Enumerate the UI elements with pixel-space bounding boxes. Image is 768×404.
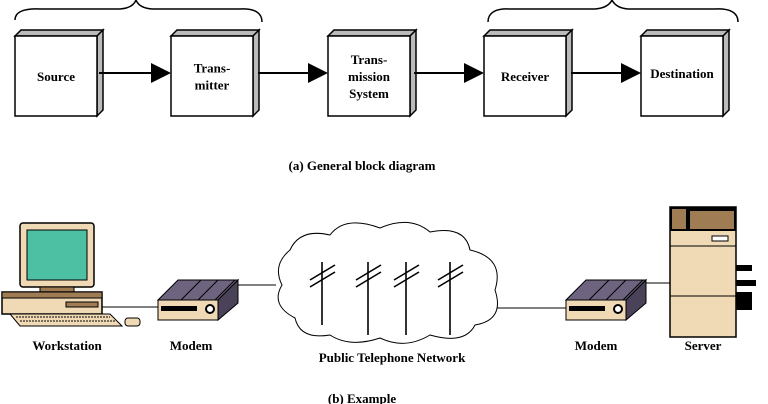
block-label: mitter bbox=[195, 78, 230, 93]
label-modem-right: Modem bbox=[575, 338, 618, 353]
modem-right-icon bbox=[564, 278, 648, 322]
block-label: Trans- bbox=[351, 52, 388, 67]
block-label: mission bbox=[348, 69, 391, 84]
server-icon bbox=[669, 206, 756, 338]
workstation-icon bbox=[1, 222, 141, 327]
label-server: Server bbox=[685, 338, 722, 353]
block-3: Receiver bbox=[482, 28, 574, 118]
brace-right bbox=[487, 0, 739, 23]
block-4: Destination bbox=[639, 28, 731, 118]
modem-left-icon bbox=[156, 278, 240, 322]
cloud-icon bbox=[277, 221, 498, 344]
block-label: Receiver bbox=[501, 69, 550, 84]
caption-b: (b) Example bbox=[328, 391, 396, 404]
block-label: Trans- bbox=[194, 61, 231, 76]
caption-a: (a) General block diagram bbox=[289, 158, 436, 173]
label-network: Public Telephone Network bbox=[319, 350, 466, 365]
brace-left bbox=[14, 0, 263, 23]
block-label: Destination bbox=[650, 66, 714, 81]
block-1: Trans-mitter bbox=[169, 28, 261, 118]
block-label: Source bbox=[37, 69, 75, 84]
label-workstation: Workstation bbox=[32, 338, 102, 353]
block-0: Source bbox=[13, 28, 105, 118]
label-modem-left: Modem bbox=[170, 338, 213, 353]
block-label: System bbox=[349, 86, 389, 101]
